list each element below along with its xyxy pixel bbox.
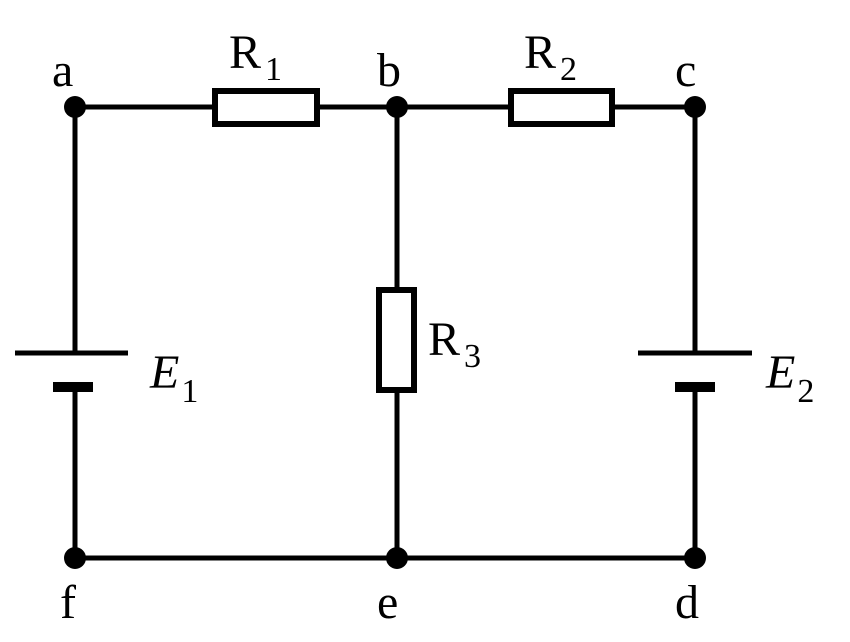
node-label-e: e (377, 576, 398, 629)
label-e2-sub: 2 (797, 373, 814, 410)
wires (72, 104, 698, 561)
node-label-a: a (52, 44, 73, 97)
node-dot-f (64, 547, 86, 569)
label-r1-letter: R (229, 26, 261, 79)
label-r3-sub: 3 (464, 338, 481, 375)
junction-dots (64, 96, 706, 569)
node-dot-b (386, 96, 408, 118)
node-label-d: d (675, 576, 699, 629)
node-dot-d (684, 547, 706, 569)
label-e2-letter: E (765, 346, 795, 399)
resistor-r1 (212, 88, 320, 127)
node-label-f: f (60, 576, 76, 629)
node-label-c: c (675, 44, 696, 97)
battery-e1 (15, 350, 128, 392)
label-e1: E1 (149, 346, 198, 410)
resistor-r2 (508, 88, 615, 127)
node-label-b: b (377, 44, 401, 97)
label-e1-sub: 1 (181, 373, 198, 410)
node-dot-c (684, 96, 706, 118)
label-r3-letter: R (428, 313, 460, 366)
label-r2-letter: R (524, 26, 556, 79)
label-e1-letter: E (149, 346, 179, 399)
label-e2: E2 (765, 346, 814, 410)
resistor-r3 (376, 287, 417, 393)
node-dot-e (386, 547, 408, 569)
battery-e2 (638, 350, 752, 392)
label-r1-sub: 1 (265, 51, 282, 88)
node-dot-a (64, 96, 86, 118)
label-r2-sub: 2 (560, 51, 577, 88)
